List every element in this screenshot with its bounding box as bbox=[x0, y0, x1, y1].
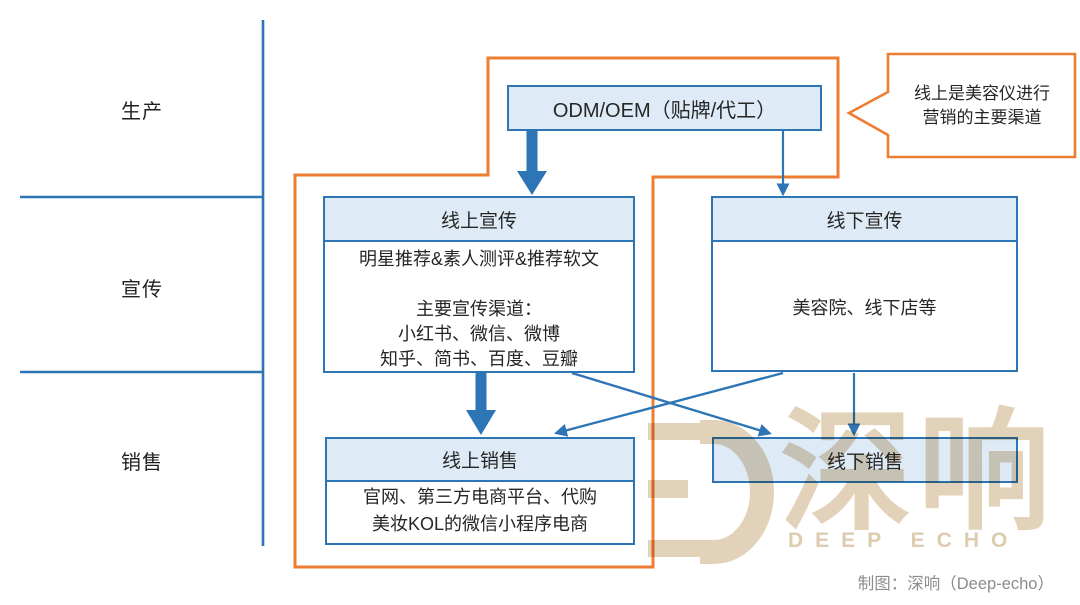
box-offline-sales: 线下销售 bbox=[712, 437, 1018, 483]
online-promotion-line: 明星推荐&素人测评&推荐软文 bbox=[358, 249, 599, 269]
box-odm-oem: ODM/OEM（贴牌/代工） bbox=[507, 85, 822, 131]
box-odm-oem-title: ODM/OEM（贴牌/代工） bbox=[552, 99, 777, 122]
box-offline-promotion: 线下宣传 美容院、线下店等 bbox=[711, 196, 1018, 372]
box-online-sales: 线上销售 官网、第三方电商平台、代购 美妆KOL的微信小程序电商 bbox=[325, 437, 635, 545]
online-sales-line: 官网、第三方电商平台、代购 bbox=[363, 487, 597, 507]
online-sales-line: 美妆KOL的微信小程序电商 bbox=[371, 514, 589, 534]
box-offline-promotion-header: 线下宣传 bbox=[713, 198, 1016, 242]
box-online-sales-header: 线上销售 bbox=[327, 439, 633, 482]
arrow-odm-to-online-promotion-head bbox=[517, 171, 547, 195]
row-label-production: 生产 bbox=[121, 101, 163, 123]
arrow-online-promotion-to-online-sales-head bbox=[466, 410, 496, 435]
chart-credit: 制图：深响（Deep-echo） bbox=[857, 575, 1054, 593]
online-promotion-line: 知乎、简书、百度、豆瓣 bbox=[380, 349, 578, 369]
box-online-promotion-body: 明星推荐&素人测评&推荐软文 主要宣传渠道： 小红书、微信、微博 知乎、简书、百… bbox=[325, 242, 633, 372]
row-label-sales: 销售 bbox=[121, 452, 163, 474]
callout-note: 线上是美容仪进行 营销的主要渠道 bbox=[892, 62, 1072, 150]
online-channel-highlight-outline bbox=[293, 56, 840, 569]
callout-bubble-shape bbox=[846, 52, 1077, 159]
box-online-sales-body: 官网、第三方电商平台、代购 美妆KOL的微信小程序电商 bbox=[327, 482, 633, 538]
online-promotion-line bbox=[325, 272, 633, 297]
row-label-promotion: 宣传 bbox=[121, 279, 163, 301]
box-offline-sales-title: 线下销售 bbox=[826, 451, 903, 473]
callout-note-line: 营销的主要渠道 bbox=[922, 108, 1042, 127]
online-promotion-line: 小红书、微信、微博 bbox=[398, 324, 560, 344]
online-promotion-line: 主要宣传渠道： bbox=[416, 299, 542, 319]
callout-note-line: 线上是美容仪进行 bbox=[914, 84, 1050, 103]
arrow-offline-promotion-to-online-sales bbox=[553, 371, 784, 437]
box-offline-promotion-body: 美容院、线下店等 bbox=[792, 298, 937, 318]
box-online-promotion-header: 线上宣传 bbox=[325, 198, 633, 242]
box-online-promotion: 线上宣传 明星推荐&素人测评&推荐软文 主要宣传渠道： 小红书、微信、微博 知乎… bbox=[323, 196, 635, 373]
